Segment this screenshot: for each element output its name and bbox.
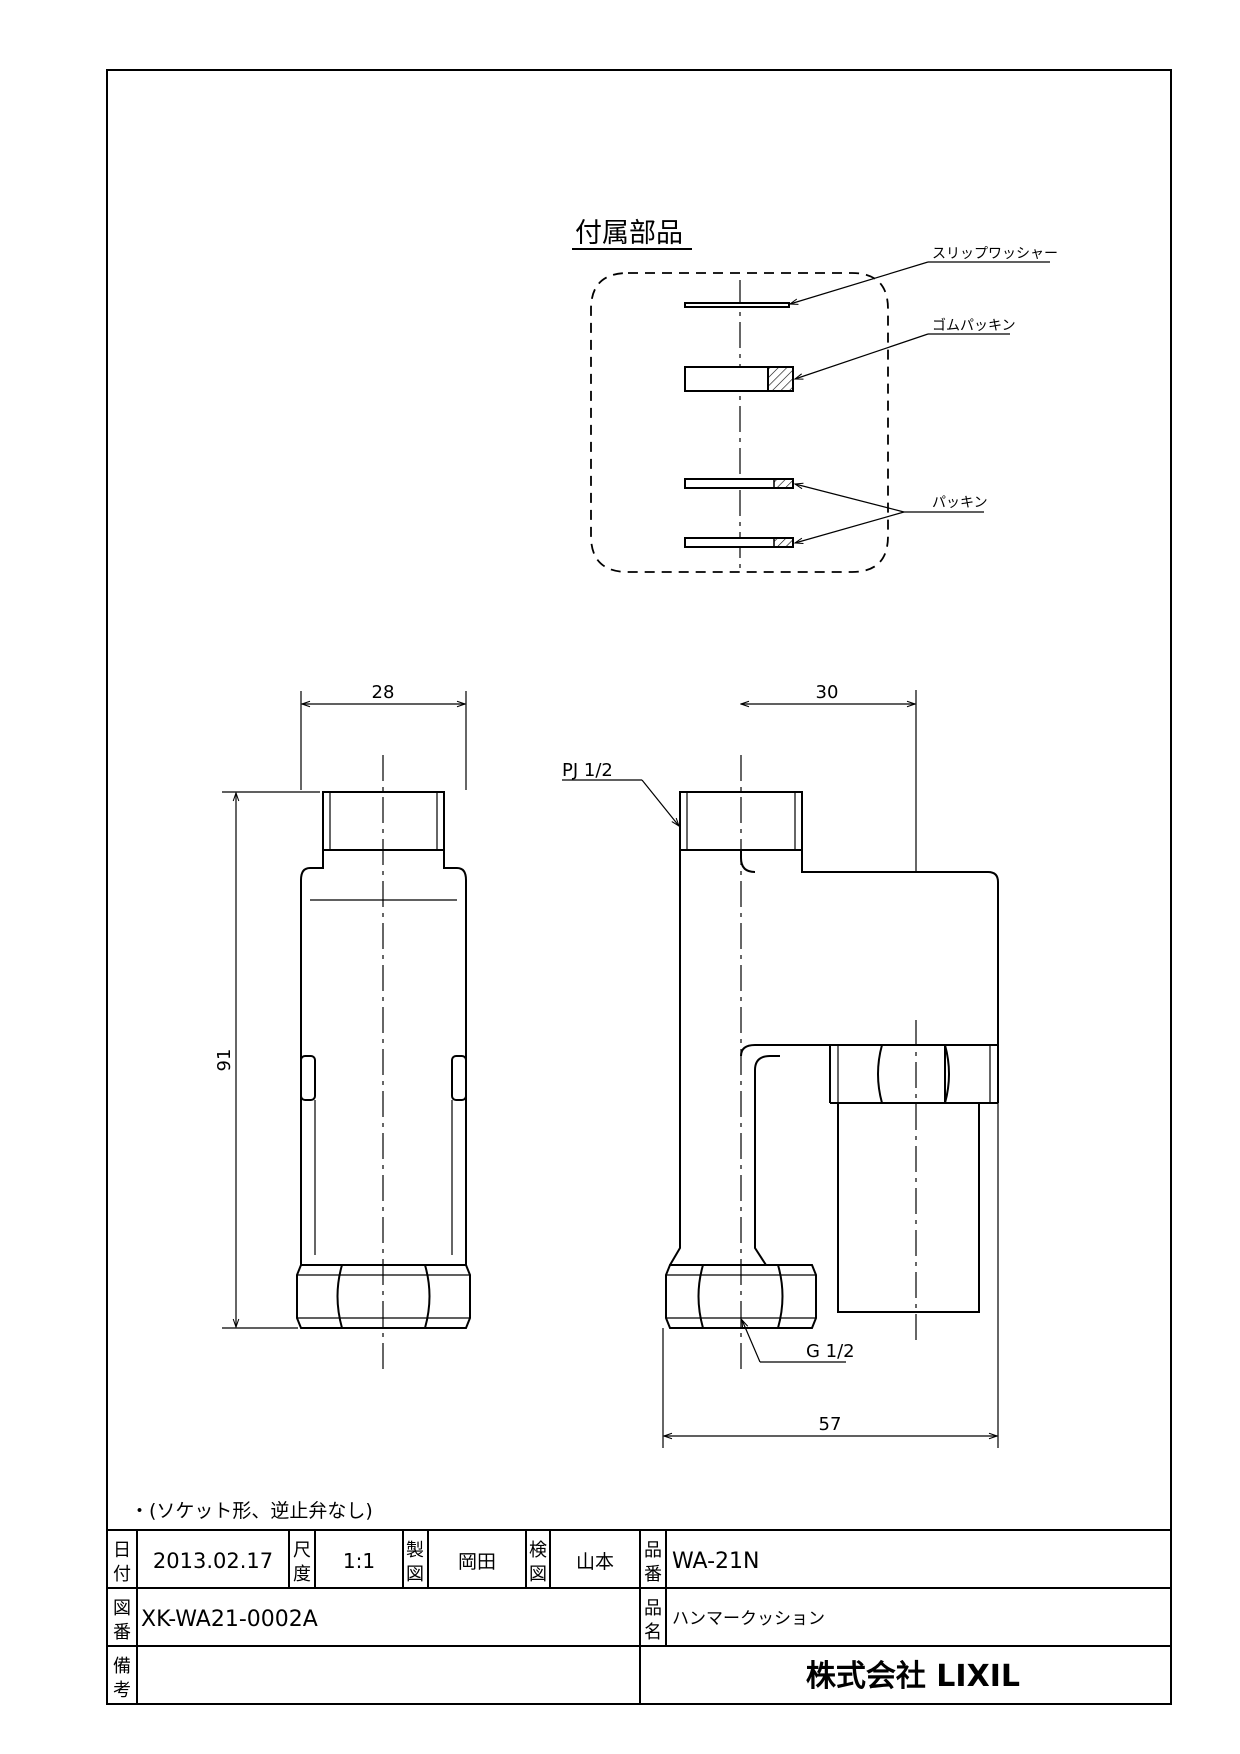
dim-front-width: 57 bbox=[819, 1414, 842, 1435]
label-bottom-thread: G 1/2 bbox=[806, 1341, 855, 1362]
remarks-label: 備 bbox=[113, 1656, 131, 1677]
product-name-label: 品 bbox=[644, 1598, 662, 1619]
company-name: 株式会社 LIXIL bbox=[806, 1659, 1020, 1694]
svg-text:考: 考 bbox=[113, 1680, 131, 1701]
drawing-frame bbox=[106, 69, 1172, 1705]
slip-washer bbox=[684, 302, 790, 308]
product-no-value: WA-21N bbox=[672, 1549, 760, 1574]
packing-label: パッキン bbox=[932, 495, 988, 511]
svg-text:名: 名 bbox=[644, 1622, 662, 1643]
checked-by-value: 山本 bbox=[576, 1551, 614, 1573]
date-value: 2013.02.17 bbox=[153, 1549, 273, 1573]
rubber-packing-label: ゴムパッキン bbox=[932, 317, 1016, 334]
checked-label: 検 bbox=[529, 1540, 547, 1561]
drawn-by-value: 岡田 bbox=[458, 1551, 496, 1573]
product-no-label: 品 bbox=[644, 1540, 662, 1561]
scale-label: 尺 bbox=[293, 1540, 311, 1561]
drawing-no-value: XK-WA21-0002A bbox=[141, 1607, 318, 1632]
front-view: 30 PJ 1/2 G 1/2 57 bbox=[562, 682, 999, 1448]
svg-text:番: 番 bbox=[113, 1622, 131, 1643]
svg-text:度: 度 bbox=[293, 1564, 311, 1585]
svg-text:図: 図 bbox=[406, 1564, 424, 1585]
dim-side-height: 91 bbox=[214, 1049, 235, 1072]
side-view: 28 91 bbox=[214, 682, 471, 1375]
date-label: 日 bbox=[113, 1540, 131, 1561]
slip-washer-label: スリップワッシャー bbox=[932, 246, 1058, 262]
accessories-box bbox=[590, 272, 889, 573]
drawing-no-label: 図 bbox=[113, 1598, 131, 1619]
accessories-group: 付属部品 スリップワッシャー ゴムパッキン パッキン bbox=[572, 218, 1058, 573]
dim-front-offset: 30 bbox=[816, 682, 839, 703]
svg-text:付: 付 bbox=[113, 1564, 131, 1585]
dim-side-width: 28 bbox=[372, 682, 395, 703]
svg-text:図: 図 bbox=[529, 1564, 547, 1585]
scale-value: 1:1 bbox=[343, 1549, 375, 1573]
product-name-value: ハンマークッション bbox=[672, 1609, 825, 1629]
note-text: ・(ソケット形、逆止弁なし) bbox=[130, 1500, 373, 1522]
label-top-thread: PJ 1/2 bbox=[562, 760, 613, 781]
drawn-label: 製 bbox=[406, 1540, 424, 1561]
accessories-heading: 付属部品 bbox=[575, 218, 683, 249]
svg-text:番: 番 bbox=[644, 1564, 662, 1585]
title-block bbox=[107, 1529, 1171, 1704]
